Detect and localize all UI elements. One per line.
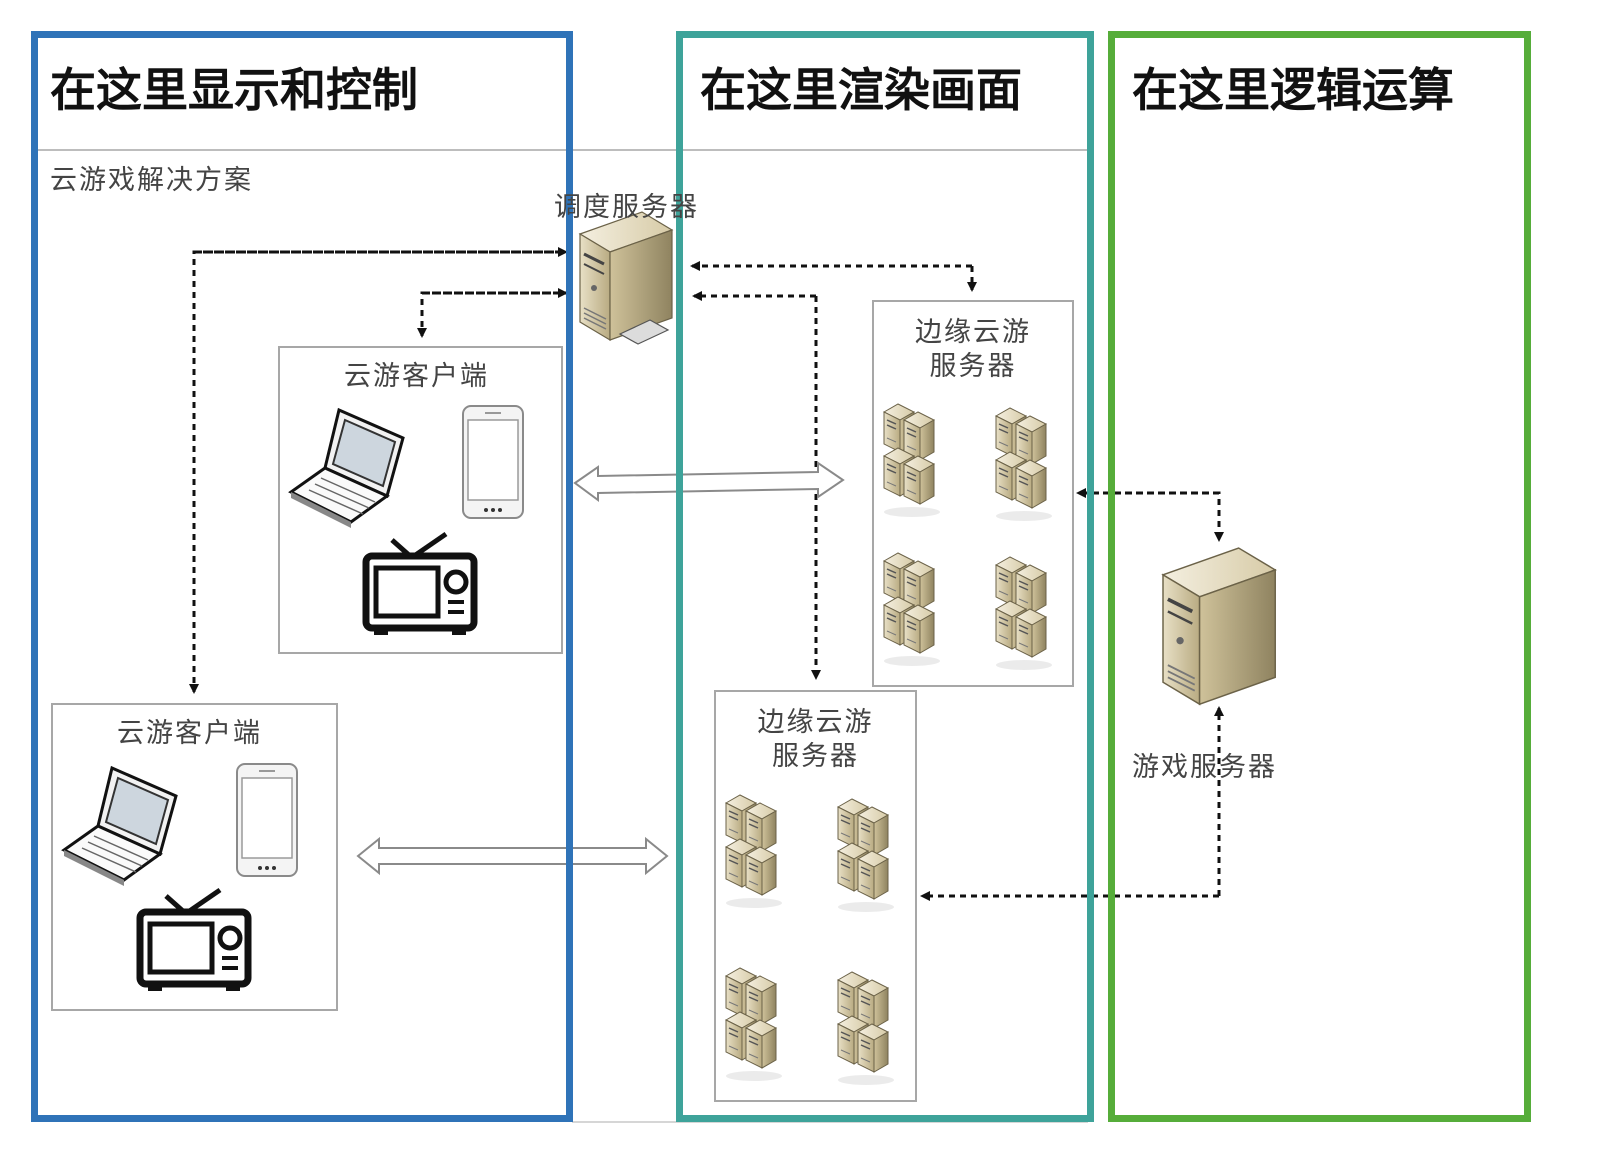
logic-column-title: 在这里逻辑运算: [1132, 63, 1454, 117]
render-column-box: [676, 31, 1094, 1122]
display-column-title: 在这里显示和控制: [50, 63, 418, 117]
edge-server-bottom-label-line1: 边缘云游: [757, 707, 874, 738]
game-server-label: 游戏服务器: [1132, 752, 1277, 783]
logic-column-box: [1108, 31, 1531, 1122]
diagram-heading: 云游戏解决方案: [50, 165, 253, 196]
render-column-title: 在这里渲染画面: [700, 63, 1022, 117]
link-dispatch-client-top: [417, 291, 570, 338]
dispatch-server-label: 调度服务器: [554, 192, 699, 223]
edge-server-top-label-line2: 服务器: [929, 351, 1017, 382]
stream-arrow-bottom: [356, 836, 669, 876]
dispatch-server-icon: [578, 210, 674, 345]
link-dispatch-client-bottom: [189, 250, 572, 694]
client-box-top: [278, 346, 563, 654]
edge-server-box-bottom: [714, 690, 917, 1102]
edge-server-box-top: [872, 300, 1074, 687]
client-box-bottom: [51, 703, 338, 1011]
edge-server-bottom-label-line2: 服务器: [772, 741, 859, 772]
stream-arrow-top: [573, 461, 845, 502]
client-bottom-label: 云游客户端: [117, 718, 262, 749]
display-column-box: [31, 31, 573, 1122]
edge-server-top-label-line1: 边缘云游: [915, 317, 1031, 348]
client-top-label: 云游客户端: [344, 361, 489, 392]
